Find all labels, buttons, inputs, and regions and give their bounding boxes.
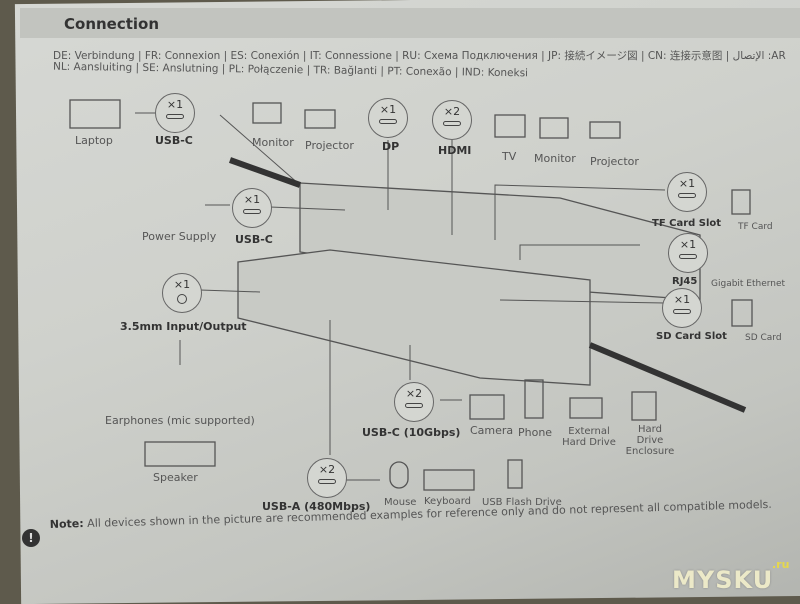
usbc-pd-label: USB-C <box>155 134 193 147</box>
hdmi-device-projector: Projector <box>590 155 639 168</box>
tf-count-badge: ×1 <box>667 172 707 212</box>
sd-slot-label: SD Card Slot <box>656 331 727 342</box>
flash-drive-icon <box>507 459 523 489</box>
projector-icon-2 <box>589 121 621 139</box>
usbc-pd-count-badge: ×1 <box>155 93 195 133</box>
laptop-label: Laptop <box>75 134 113 147</box>
languages-line-1: DE: Verbindung | FR: Connexion | ES: Con… <box>53 50 786 62</box>
sd-count-badge: ×1 <box>662 288 702 328</box>
hdmi-device-monitor: Monitor <box>534 152 576 165</box>
hdmi-device-tv: TV <box>502 150 517 163</box>
monitor-icon-2 <box>539 117 569 139</box>
earphones-label: Earphones (mic supported) <box>105 414 255 427</box>
external-hard-drive-label: External Hard Drive <box>562 426 616 448</box>
watermark-tld: .ru <box>772 558 790 571</box>
usba-label: USB-A (480Mbps) <box>262 500 371 513</box>
camera-icon <box>469 394 505 420</box>
rj45-label: RJ45 <box>672 276 698 287</box>
watermark: MYSKU <box>672 566 774 594</box>
usbc-data-label: USB-C (10Gbps) <box>362 426 461 439</box>
hard-drive-enclosure-label: Hard Drive Enclosure <box>625 424 675 457</box>
page-title: Connection <box>64 15 160 33</box>
projector-icon <box>304 109 336 129</box>
speaker-label: Speaker <box>153 471 198 484</box>
hub-bottom <box>237 249 591 386</box>
usba-count-badge: ×2 <box>307 458 347 498</box>
gigabit-ethernet-label: Gigabit Ethernet <box>711 279 786 289</box>
phone-icon <box>524 379 544 419</box>
phone-label: Phone <box>518 426 553 439</box>
note-label: Note: <box>49 517 84 531</box>
dp-device-monitor: Monitor <box>252 136 294 149</box>
tv-icon <box>494 114 526 138</box>
header-band <box>20 8 800 38</box>
sd-card-icon <box>731 299 753 327</box>
usbc-power-count-badge: ×1 <box>232 188 272 228</box>
tf-slot-label: TF Card Slot <box>652 218 722 229</box>
sd-card-label: SD Card <box>745 333 782 343</box>
connector-lines <box>135 112 747 481</box>
tf-card-icon <box>731 189 751 215</box>
usbc-data-count-badge: ×2 <box>394 382 434 422</box>
power-supply-label: Power Supply <box>142 230 217 243</box>
camera-label: Camera <box>470 424 514 437</box>
dp-device-projector: Projector <box>305 139 354 152</box>
usb-flash-drive-label: USB Flash Drive <box>482 497 562 508</box>
rj45-count-badge: ×1 <box>668 233 708 273</box>
warning-icon: ! <box>22 529 40 547</box>
laptop-icon <box>69 99 121 129</box>
hdmi-count-badge: ×2 <box>432 100 472 140</box>
dp-label: DP <box>382 140 400 153</box>
hard-drive-icon <box>569 397 603 419</box>
audio-label: 3.5mm Input/Output <box>120 320 247 333</box>
monitor-icon <box>252 102 282 124</box>
keyboard-icon <box>423 469 475 491</box>
enclosure-icon <box>631 391 657 421</box>
audio-count-badge: ×1 <box>162 273 202 313</box>
tf-card-label: TF Card <box>738 222 773 232</box>
speaker-icon <box>144 441 216 467</box>
mouse-label: Mouse <box>384 497 417 508</box>
keyboard-label: Keyboard <box>424 496 472 507</box>
usbc-power-label: USB-C <box>235 233 273 246</box>
hdmi-label: HDMI <box>438 144 472 157</box>
dp-count-badge: ×1 <box>368 98 408 138</box>
mouse-icon <box>389 461 409 489</box>
